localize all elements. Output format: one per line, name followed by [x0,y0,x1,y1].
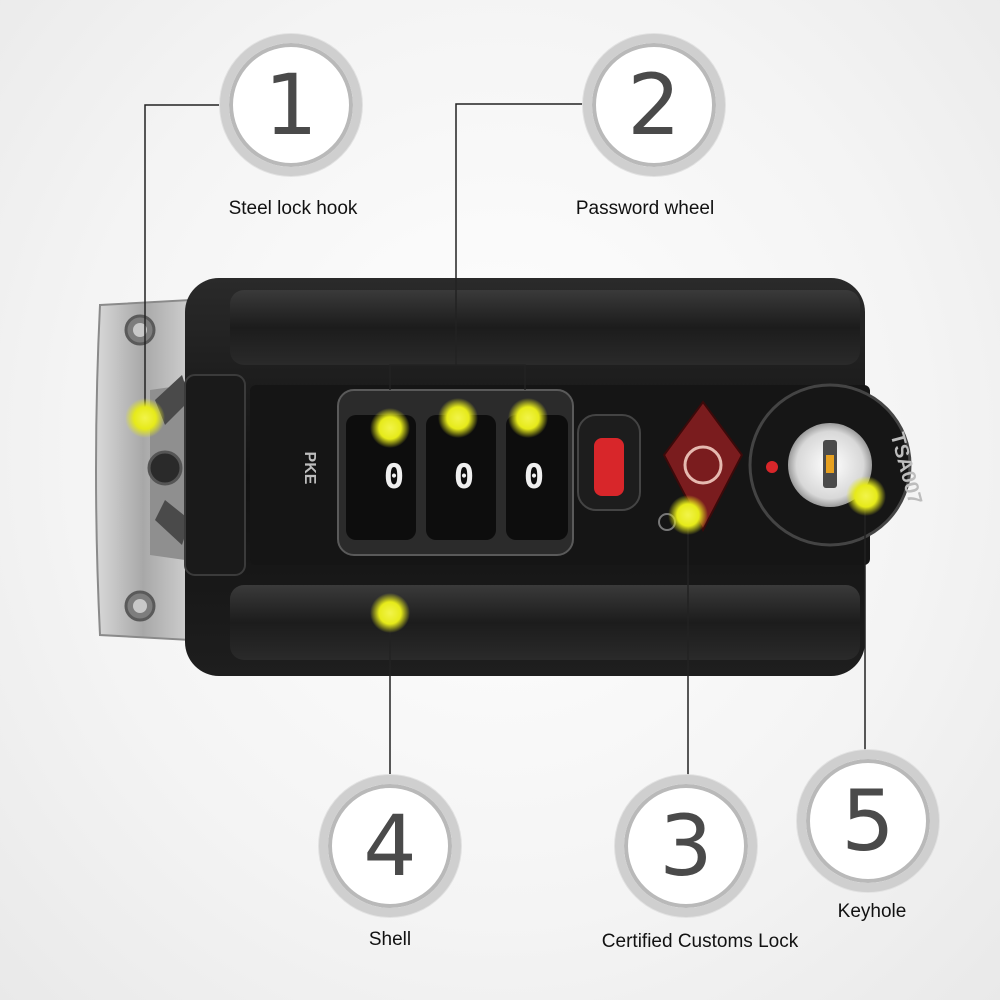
leader-line-1 [144,104,222,418]
wheel-digit-3: 0 [524,457,544,497]
hook-highlight-dot [125,398,165,438]
callout-3-label: Certified Customs Lock [601,931,799,952]
shell-highlight-dot [370,593,410,633]
callout-1-number: 1 [264,56,318,154]
leader-line-2 [455,103,583,365]
keyhole-highlight-dot [846,476,886,516]
wheel-highlight-dot-2 [438,398,478,438]
red-indicator-button [577,414,641,511]
callout-4-label: Shell [368,929,412,950]
callout-2-label: Password wheel [575,198,715,219]
keyhole-dial [748,383,912,547]
callout-5-number: 5 [841,772,895,870]
emblem-highlight-dot [668,495,708,535]
brand-mark: PKE [301,452,318,485]
callout-5-label: Keyhole [837,901,907,922]
callout-4-badge: 4 [319,775,461,917]
bracket-line-wheels [389,364,526,390]
wheel-digit-1: 0 [384,457,404,497]
wheel-digit-2: 0 [454,457,474,497]
wheel-highlight-dot-3 [508,398,548,438]
callout-1-label: Steel lock hook [228,198,358,219]
callout-4-number: 4 [363,797,417,895]
callout-5-badge: 5 [797,750,939,892]
callout-1-badge: 1 [220,34,362,176]
highlight-dots [125,398,886,633]
callout-3-badge: 3 [615,775,757,917]
wheel-highlight-dot-1 [370,408,410,448]
leader-lines [144,103,866,775]
callout-2-badge: 2 [583,34,725,176]
callout-3-number: 3 [659,797,713,895]
callout-2-number: 2 [627,56,681,154]
